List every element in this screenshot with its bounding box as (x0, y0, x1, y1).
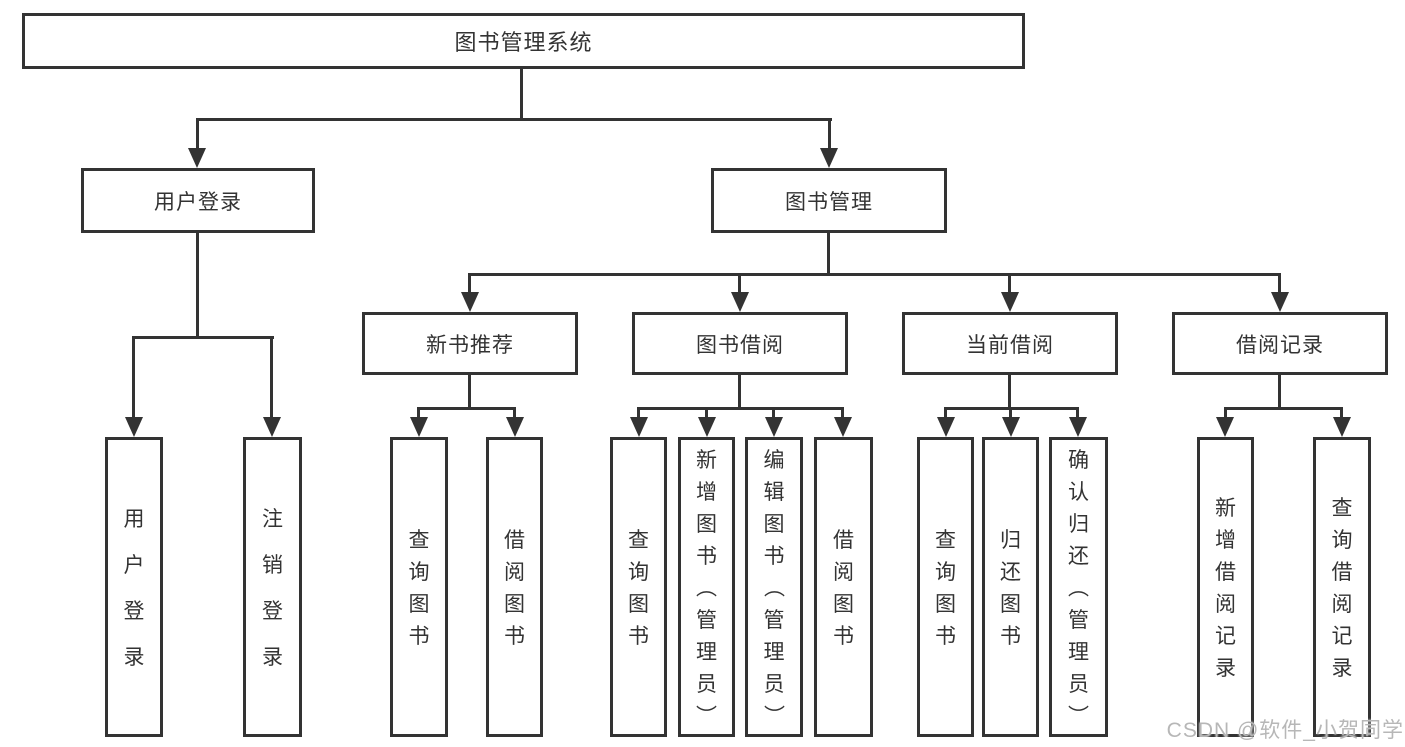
connector-line (1340, 407, 1343, 419)
node-label: 当前借阅 (966, 333, 1054, 357)
connector-line (513, 407, 516, 419)
node-label: 借阅记录 (1236, 333, 1324, 357)
node-label: 图书管理 (785, 190, 873, 214)
arrow-down-icon (820, 148, 838, 168)
connector-line (196, 233, 199, 336)
arrow-down-icon (1002, 417, 1020, 437)
node-label: 图书借阅 (696, 333, 784, 357)
arrow-down-icon (1333, 417, 1351, 437)
connector-line (132, 336, 274, 339)
node-user-login: 用户登录 (81, 168, 315, 233)
connector-line (1278, 273, 1281, 294)
connector-line (705, 407, 708, 419)
connector-line (637, 407, 640, 419)
arrow-down-icon (1271, 292, 1289, 312)
node-library-system: 图书管理系统 (22, 13, 1025, 69)
arrow-down-icon (630, 417, 648, 437)
connector-line (827, 233, 830, 273)
leaf-confirm-return-admin: 确认归还（管理员） (1049, 437, 1108, 737)
arrow-down-icon (937, 417, 955, 437)
node-borrowing-records: 借阅记录 (1172, 312, 1388, 375)
node-book-borrowing: 图书借阅 (632, 312, 848, 375)
connector-line (1009, 407, 1012, 419)
connector-line (1008, 273, 1011, 294)
connector-line (841, 407, 844, 419)
connector-line (738, 273, 741, 294)
connector-line (1278, 375, 1281, 407)
connector-line (637, 407, 844, 410)
connector-line (1224, 407, 1342, 410)
connector-line (196, 118, 832, 121)
arrow-down-icon (188, 148, 206, 168)
connector-line (196, 118, 199, 150)
leaf-borrow-books-recommend: 借阅图书 (486, 437, 543, 737)
node-label: 用户登录 (154, 190, 242, 214)
connector-line (468, 273, 471, 294)
arrow-down-icon (506, 417, 524, 437)
leaf-add-book-admin: 新增图书（管理员） (678, 437, 735, 737)
leaf-add-borrow-record: 新增借阅记录 (1197, 437, 1254, 737)
arrow-down-icon (834, 417, 852, 437)
arrow-down-icon (263, 417, 281, 437)
node-label: 图书管理系统 (454, 30, 593, 55)
connector-line (944, 407, 947, 419)
csdn-watermark: CSDN @软件_小贺同学 (1166, 719, 1404, 742)
node-book-management: 图书管理 (711, 168, 947, 233)
connector-line (417, 407, 420, 419)
leaf-user-login: 用户登录 (105, 437, 163, 737)
connector-line (1076, 407, 1079, 419)
node-current-borrowing: 当前借阅 (902, 312, 1118, 375)
arrow-down-icon (731, 292, 749, 312)
connector-line (468, 375, 471, 407)
node-label: 新书推荐 (426, 333, 514, 357)
arrow-down-icon (765, 417, 783, 437)
connector-line (1224, 407, 1227, 419)
connector-line (772, 407, 775, 419)
node-new-book-recommendation: 新书推荐 (362, 312, 578, 375)
arrow-down-icon (1001, 292, 1019, 312)
leaf-query-borrow-record: 查询借阅记录 (1313, 437, 1371, 737)
leaf-logout: 注销登录 (243, 437, 302, 737)
leaf-return-books: 归还图书 (982, 437, 1039, 737)
arrow-down-icon (1216, 417, 1234, 437)
arrow-down-icon (461, 292, 479, 312)
connector-line (1008, 375, 1011, 407)
connector-line (468, 273, 1281, 276)
arrow-down-icon (698, 417, 716, 437)
leaf-query-books-current: 查询图书 (917, 437, 974, 737)
leaf-edit-book-admin: 编辑图书（管理员） (745, 437, 803, 737)
connector-line (132, 336, 135, 419)
leaf-query-books-borrowing: 查询图书 (610, 437, 667, 737)
leaf-borrow-books-borrowing: 借阅图书 (814, 437, 873, 737)
connector-line (520, 69, 523, 118)
connector-line (828, 118, 831, 150)
connector-line (738, 375, 741, 407)
arrow-down-icon (125, 417, 143, 437)
connector-line (270, 336, 273, 419)
arrow-down-icon (410, 417, 428, 437)
arrow-down-icon (1069, 417, 1087, 437)
connector-line (417, 407, 516, 410)
leaf-query-books-recommend: 查询图书 (390, 437, 448, 737)
